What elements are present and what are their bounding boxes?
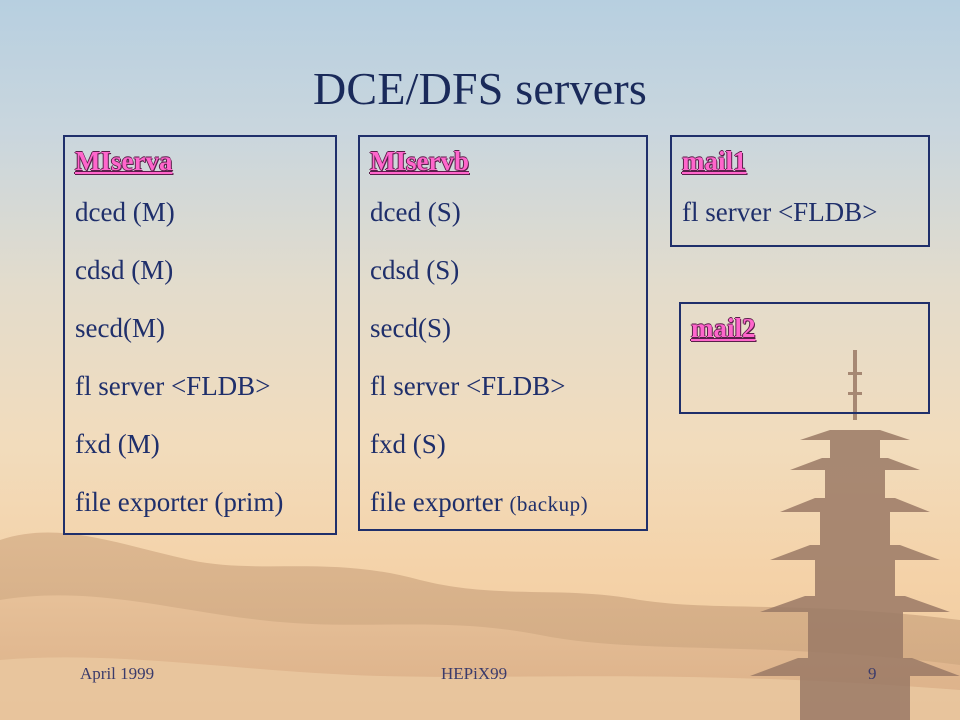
footer-event: HEPiX99 bbox=[441, 664, 508, 683]
service-line: dced (M) bbox=[75, 197, 175, 227]
service-line: secd(S) bbox=[370, 313, 451, 343]
footer-date: April 1999 bbox=[80, 664, 155, 683]
slide-title: DCE/DFS servers bbox=[313, 63, 647, 114]
service-line: fl server <FLDB> bbox=[75, 371, 271, 401]
server-box-miservb: MIservb dced (S) cdsd (S) secd(S) fl ser… bbox=[358, 135, 648, 531]
service-line: fl server <FLDB> bbox=[682, 197, 878, 227]
server-box-mail2: mail2 bbox=[679, 302, 930, 414]
server-name-link[interactable]: mail1 bbox=[682, 146, 747, 176]
server-name-link[interactable]: MIservb bbox=[370, 146, 469, 176]
service-text: file exporter bbox=[370, 487, 510, 517]
service-line: secd(M) bbox=[75, 313, 165, 343]
server-name-link[interactable]: mail2 bbox=[691, 313, 756, 343]
service-line: fl server <FLDB> bbox=[370, 371, 566, 401]
service-line: cdsd (M) bbox=[75, 255, 174, 285]
footer-page-number: 9 bbox=[868, 664, 877, 683]
backup-suffix: (backup) bbox=[509, 492, 589, 516]
server-name-link[interactable]: MIserva bbox=[75, 146, 173, 176]
server-box-miserva: MIserva dced (M) cdsd (M) secd(M) fl ser… bbox=[63, 135, 337, 535]
service-line: cdsd (S) bbox=[370, 255, 460, 285]
server-box-mail1: mail1 fl server <FLDB> bbox=[670, 135, 930, 247]
service-line: dced (S) bbox=[370, 197, 461, 227]
service-line: fxd (S) bbox=[370, 429, 446, 459]
service-line: file exporter (backup) bbox=[370, 485, 636, 521]
service-line: file exporter (prim) bbox=[75, 487, 284, 517]
service-line: fxd (M) bbox=[75, 429, 160, 459]
